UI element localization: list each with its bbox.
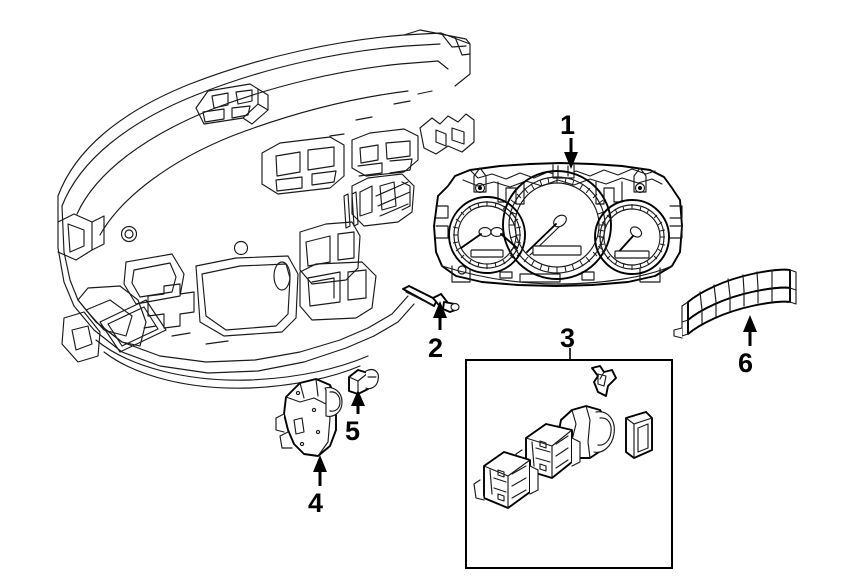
callout-5-pointer <box>351 390 365 414</box>
mounting-screw <box>402 285 460 313</box>
callout-1-pointer <box>564 138 578 169</box>
callout-label-2: 2 <box>428 333 444 363</box>
switch-assembly-group <box>465 359 673 569</box>
callout-label-4: 4 <box>308 488 324 518</box>
dashboard-assembly <box>57 29 475 389</box>
key-cap-insert <box>348 369 379 395</box>
callout-label-1: 1 <box>560 110 576 140</box>
callout-4-pointer <box>313 455 327 486</box>
instrument-cluster <box>433 162 683 287</box>
callout-label-6: 6 <box>738 348 754 378</box>
callout-6-pointer <box>743 315 757 346</box>
ignition-switch-module <box>275 378 343 457</box>
callout-label-3: 3 <box>560 323 576 353</box>
callout-2-pointer <box>433 301 447 330</box>
callout-label-5: 5 <box>345 416 361 446</box>
button-switch-panel <box>673 268 797 339</box>
